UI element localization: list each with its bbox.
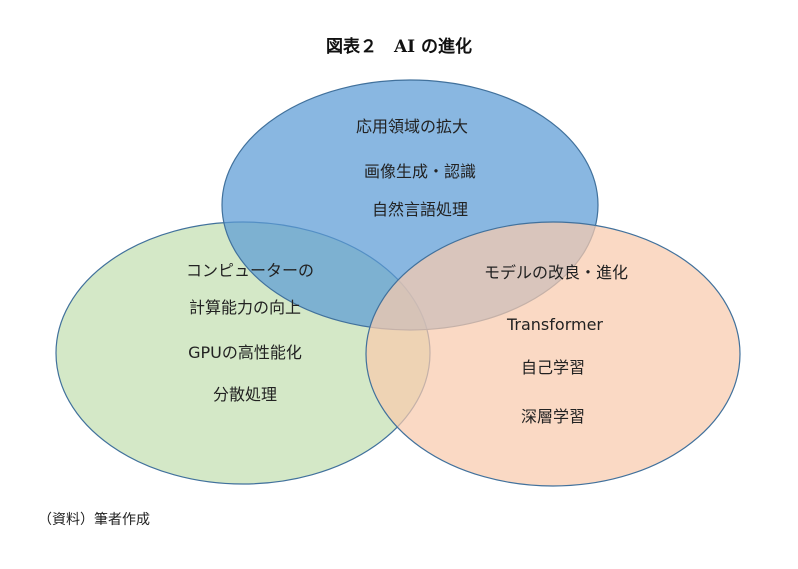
models-item: 深層学習: [521, 407, 585, 426]
applications-heading: 応用領域の拡大: [356, 117, 468, 136]
models-item: 自己学習: [521, 358, 585, 377]
figure-title: 図表２ AI の進化: [325, 37, 473, 57]
applications-item: 自然言語処理: [372, 200, 468, 219]
computing-heading: 計算能力の向上: [189, 298, 301, 317]
source-note: （資料）筆者作成: [38, 512, 150, 528]
models-heading: モデルの改良・進化: [484, 263, 628, 282]
models-item: Transformer: [506, 315, 603, 334]
computing-heading: コンピューターの: [186, 261, 314, 280]
computing-item: GPUの高性能化: [188, 343, 302, 362]
circle-models: [365, 221, 741, 487]
computing-item: 分散処理: [213, 385, 277, 404]
applications-item: 画像生成・認識: [364, 162, 476, 181]
